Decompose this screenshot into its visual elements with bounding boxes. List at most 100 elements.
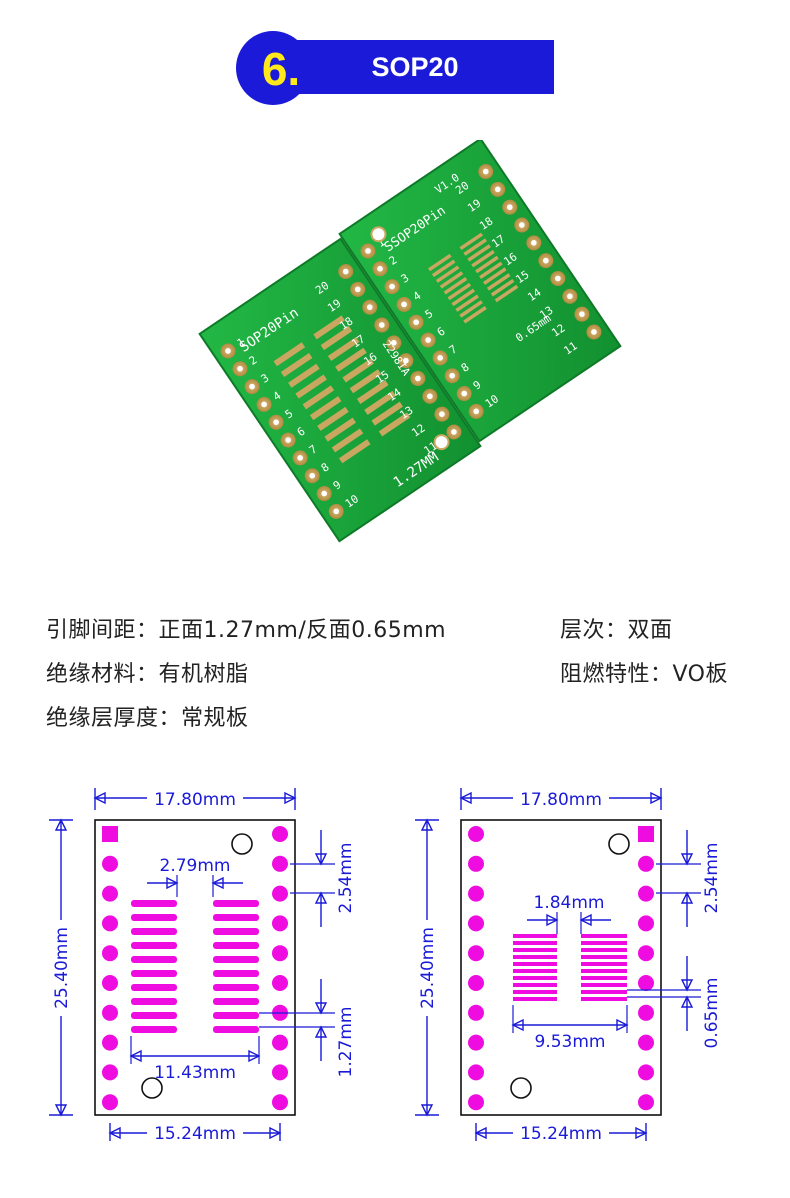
smd-pad — [513, 997, 557, 1001]
through-hole-pad — [468, 1004, 484, 1021]
through-hole-pad — [102, 1034, 118, 1051]
through-hole-pad — [102, 1064, 118, 1081]
through-hole-pad — [102, 945, 118, 962]
smd-pad — [213, 900, 259, 907]
left-board-mounting-hole — [433, 434, 450, 451]
sop-pad — [378, 412, 411, 437]
label-bg — [147, 1120, 243, 1144]
through-hole-pad — [272, 945, 288, 962]
smd-pad — [131, 956, 177, 963]
arrow-head — [546, 913, 559, 927]
mounting-hole — [510, 1077, 532, 1099]
through-hole-pad — [468, 403, 484, 419]
smd-pad — [213, 998, 259, 1005]
arrow-head — [54, 818, 68, 831]
ssop-pad — [479, 261, 503, 280]
through-hole-pad — [514, 217, 530, 233]
ssop-pad — [459, 300, 483, 318]
pin-label: 14 — [385, 386, 404, 404]
through-hole-pad — [432, 350, 448, 366]
smd-pad — [213, 942, 259, 949]
through-hole-pad — [468, 915, 484, 932]
through-hole-pad — [256, 396, 272, 412]
through-hole-pad — [384, 279, 400, 295]
sop-pad — [349, 369, 382, 394]
smd-pad — [131, 914, 177, 921]
sop-pad — [371, 401, 404, 426]
smd-pad — [131, 1026, 177, 1033]
through-hole-pad — [638, 975, 654, 991]
pin1-square-pad — [638, 826, 654, 842]
through-hole-pad — [272, 975, 288, 991]
smd-pad — [581, 941, 627, 945]
sop-pad — [327, 336, 360, 361]
ssop-pad — [428, 253, 452, 272]
board-outline — [94, 819, 296, 1116]
through-hole-pad — [456, 386, 472, 402]
smd-pad — [131, 984, 177, 991]
ssop-pad — [463, 238, 487, 256]
through-hole-pad — [638, 1064, 654, 1081]
arrow-head — [680, 891, 694, 904]
mounting-hole — [141, 1077, 163, 1099]
left-board-sop-pads — [273, 315, 411, 464]
pin-label: 10 — [343, 492, 361, 510]
through-hole-pad — [304, 468, 320, 484]
through-hole-pad — [372, 261, 388, 277]
through-hole-pad — [268, 414, 284, 430]
pin-label: 17 — [489, 232, 507, 250]
pad-gap-label: 1.84mm — [534, 893, 605, 913]
through-hole-pad — [502, 199, 518, 215]
pin-spacing-label: 2.54mm — [336, 843, 356, 914]
through-hole-pad — [468, 885, 484, 902]
ssop-pad — [486, 273, 511, 291]
spec-list: 引脚间距：正面1.27mm/反面0.65mm 层次：双面 绝缘材料：有机树脂 阻… — [0, 600, 790, 750]
label-bg — [49, 920, 73, 1016]
through-hole-pad — [478, 164, 494, 180]
through-hole-pad — [446, 424, 462, 440]
through-hole-pad — [468, 1064, 484, 1081]
smd-pad — [513, 983, 557, 987]
sop-pad — [309, 396, 342, 421]
through-hole-pad — [102, 915, 118, 932]
ssop-pad — [459, 232, 484, 251]
ssop-pad — [467, 244, 491, 262]
sop-pad — [317, 406, 349, 431]
pin-label: 15 — [513, 268, 531, 286]
through-hole-pad — [444, 368, 460, 384]
right-board-ssop-pads — [428, 232, 519, 324]
arrow-head — [420, 818, 434, 831]
through-hole-pad — [102, 975, 118, 991]
drawing-right: 17.80mm25.40mm15.24mm2.54mm0.65mm1.84mm9… — [415, 786, 722, 1144]
through-hole-pad — [102, 1004, 118, 1021]
height-label: 25.40mm — [418, 927, 438, 1009]
ssop-pad — [439, 271, 464, 289]
sop-pad — [288, 363, 320, 388]
pin-label: 12 — [409, 421, 427, 439]
spec-thickness: 绝缘层厚度：常规板 — [46, 706, 249, 731]
through-hole-pad — [292, 450, 308, 466]
pin-label: 18 — [477, 215, 495, 233]
arrow-head — [635, 1126, 648, 1140]
through-hole-pad — [638, 1034, 654, 1051]
arrow-head — [166, 876, 179, 890]
through-hole-pad — [468, 1034, 484, 1051]
through-hole-pad — [396, 296, 412, 312]
smd-pad — [581, 934, 627, 938]
smd-pad — [581, 969, 627, 973]
through-hole-pad — [420, 332, 436, 348]
through-hole-pad — [386, 335, 402, 351]
arrow-head — [680, 853, 694, 866]
pad-span-label: 9.53mm — [535, 1032, 606, 1052]
sop-pad — [342, 358, 374, 383]
smd-pad — [581, 990, 627, 994]
smd-pad — [131, 928, 177, 935]
row-span-label: 15.24mm — [154, 1124, 236, 1144]
right-board-pads-left — [360, 243, 484, 419]
width-label: 17.80mm — [520, 790, 602, 810]
sop-pad — [356, 380, 389, 405]
smd-pad — [513, 990, 557, 994]
